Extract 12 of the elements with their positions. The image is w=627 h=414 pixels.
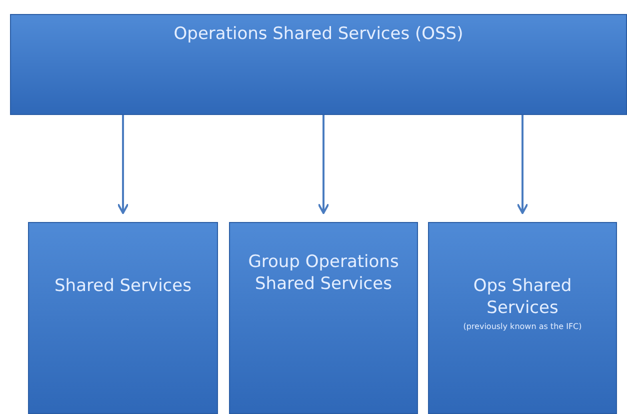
service-box — [10, 14, 627, 115]
service-box — [229, 222, 418, 414]
box-title: Operations Shared Services (OSS) — [174, 23, 464, 46]
box-title: Ops Shared Services — [472, 275, 573, 320]
box-title: Shared Services — [54, 275, 192, 298]
box-note: (previously known as the IFC) — [463, 322, 582, 332]
service-box — [28, 222, 218, 414]
arrow — [117, 115, 129, 214]
box-title: Group Operations Shared Services — [247, 251, 400, 296]
arrow — [516, 115, 528, 214]
arrow — [318, 115, 330, 214]
service-box — [428, 222, 617, 414]
